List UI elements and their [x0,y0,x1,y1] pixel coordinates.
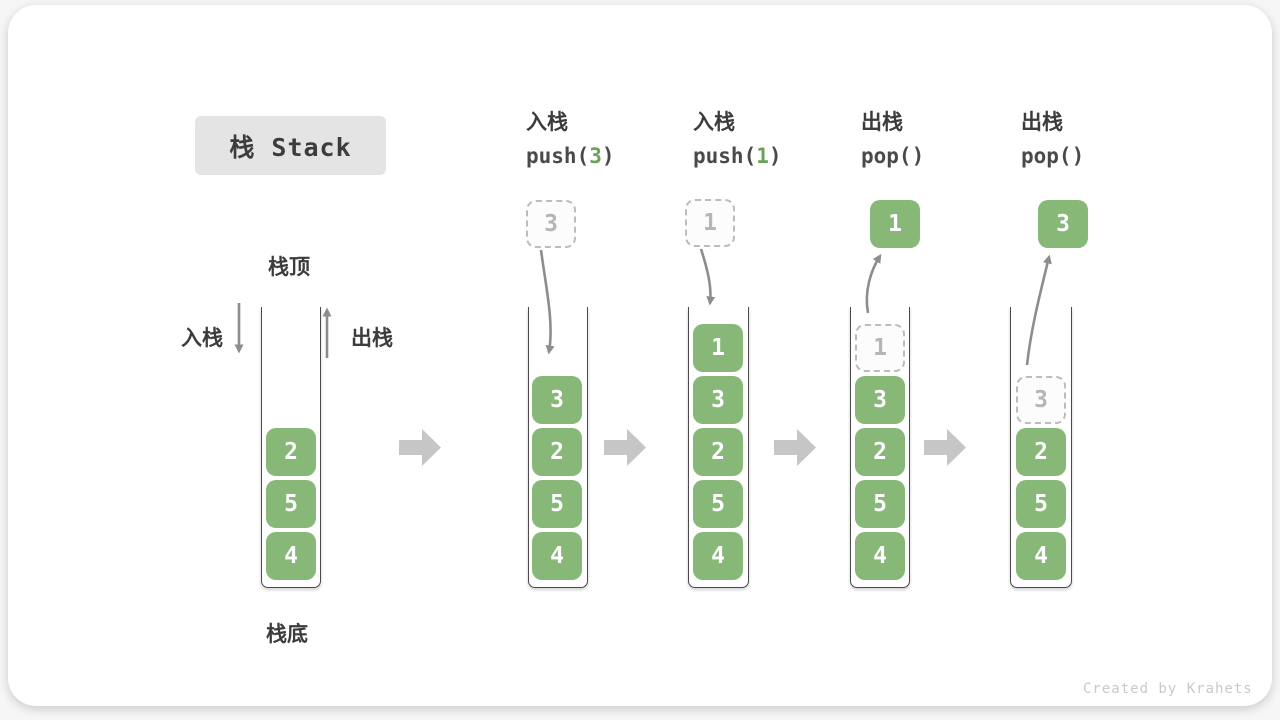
stack-bottom-label: 栈底 [266,623,308,646]
stack-top-label: 栈顶 [268,256,310,279]
op-action-label: 入栈 [693,111,735,134]
stack2-cell: 5 [532,480,582,528]
code-post: ) [768,144,782,168]
op-code-label: push(1) [693,138,853,174]
stack4-cell: 5 [855,480,905,528]
code-pre: push( [693,144,757,168]
stack5-cell: 5 [1016,480,1066,528]
op-header-pop-1: 出栈 pop() [861,108,1021,174]
stack4-cell-ghost: 1 [855,324,905,372]
code-pre: pop( [861,144,912,168]
op-action-label: 入栈 [526,111,568,134]
op-header-push-1: 入栈 push(1) [693,108,853,174]
code-post: ) [601,144,615,168]
stack5-cell: 2 [1016,428,1066,476]
stack3-cell: 1 [693,324,743,372]
stack1-cell: 5 [266,480,316,528]
stack3-cell: 3 [693,376,743,424]
op-header-push-3: 入栈 push(3) [526,108,686,174]
code-arg: 3 [589,144,602,168]
stack2-cell: 4 [532,532,582,580]
stack4-cell: 4 [855,532,905,580]
stack2-cell: 2 [532,428,582,476]
stack3-cell: 5 [693,480,743,528]
credit-text: Created by Krahets [1083,681,1253,697]
stack5-popped-box: 3 [1038,200,1088,248]
stack5-cell: 4 [1016,532,1066,580]
code-post: ) [1071,144,1085,168]
stack3-cell: 2 [693,428,743,476]
stack3-incoming-ghost-box: 1 [685,199,735,247]
code-arg: 1 [756,144,769,168]
op-code-label: push(3) [526,138,686,174]
stack1-cell: 2 [266,428,316,476]
code-post: ) [911,144,925,168]
stack5-cell-ghost: 3 [1016,376,1066,424]
title-badge: 栈 Stack [195,116,386,175]
code-pre: pop( [1021,144,1072,168]
stack1-cell: 4 [266,532,316,580]
stack4-popped-box: 1 [870,200,920,248]
stack4-cell: 2 [855,428,905,476]
diagram-card: 栈 Stack 入栈 push(3) 入栈 push(1) 出栈 pop() 出… [8,5,1272,706]
op-code-label: pop() [861,138,1021,174]
op-code-label: pop() [1021,138,1181,174]
op-action-label: 出栈 [1021,111,1063,134]
stack4-cell: 3 [855,376,905,424]
stack3-cell: 4 [693,532,743,580]
page-title: 栈 Stack [229,132,352,162]
pop-direction-label: 出栈 [351,327,393,350]
op-action-label: 出栈 [861,111,903,134]
code-pre: push( [526,144,590,168]
push-direction-label: 入栈 [181,327,223,350]
stack2-incoming-ghost-box: 3 [526,200,576,248]
stack2-cell: 3 [532,376,582,424]
op-header-pop-2: 出栈 pop() [1021,108,1181,174]
